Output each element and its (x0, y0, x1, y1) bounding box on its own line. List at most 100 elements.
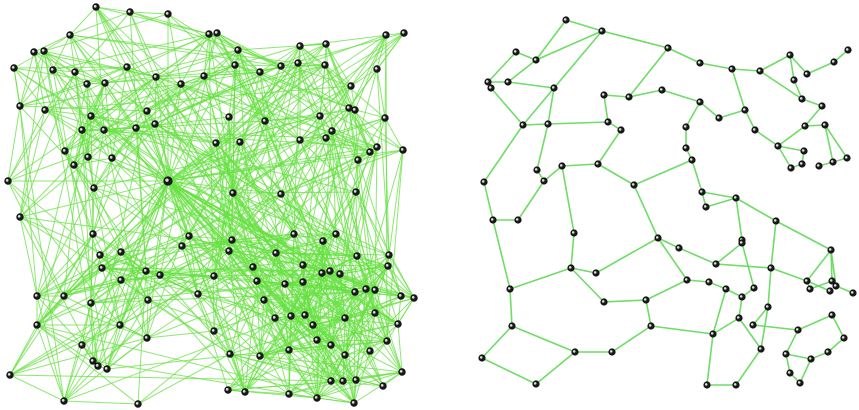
dense-edge (95, 6, 128, 68)
sparse-edge (561, 163, 599, 167)
dense-edge (135, 127, 234, 194)
dense-edge (104, 49, 239, 84)
dense-node (83, 80, 91, 88)
dense-edge (181, 245, 332, 382)
dense-edge (203, 75, 258, 282)
dense-edge (103, 129, 327, 139)
sparse-node (798, 160, 806, 168)
dense-edge (126, 66, 190, 237)
dense-node (41, 106, 49, 114)
dense-node (249, 263, 257, 271)
dense-node (178, 242, 186, 250)
sparse-node (732, 381, 740, 389)
sparse-node (750, 284, 758, 292)
dense-node (228, 236, 236, 244)
sparse-node (751, 126, 759, 134)
dense-node (234, 46, 242, 54)
dense-edge (43, 50, 106, 84)
dense-edge (63, 291, 356, 402)
dense-edge (99, 141, 241, 256)
sparse-node (683, 276, 691, 284)
dense-edge (297, 62, 326, 66)
sparse-edge (483, 124, 524, 183)
sparse-edge (789, 54, 808, 75)
dense-edge (280, 149, 404, 195)
dense-edge-layer (7, 6, 415, 405)
sparse-node (600, 298, 608, 306)
dense-node (354, 156, 362, 164)
dense-edge (167, 146, 378, 182)
sparse-node (824, 348, 832, 356)
dense-node (101, 79, 109, 87)
dense-edge (388, 254, 402, 297)
dense-edge (213, 330, 261, 357)
dense-node (49, 66, 57, 74)
dense-node (319, 237, 327, 245)
dense-node (381, 114, 389, 122)
dense-edge (167, 180, 390, 256)
dense-edge (93, 139, 301, 189)
dense-edge (355, 371, 403, 381)
dense-node (16, 102, 24, 110)
sparse-node (786, 369, 794, 377)
dense-edge (227, 344, 332, 391)
sparse-node (696, 59, 704, 67)
dense-node (89, 357, 97, 365)
dense-edge (288, 354, 346, 395)
dense-edge (290, 315, 384, 387)
dense-node (123, 63, 131, 71)
dense-edge (259, 355, 332, 382)
dense-edge (293, 137, 327, 235)
dense-edge (154, 71, 261, 125)
dense-edge (126, 66, 327, 139)
sparse-node (544, 120, 552, 128)
dense-edge (344, 312, 376, 319)
dense-edge (36, 324, 83, 346)
dense-edge (213, 266, 254, 277)
dense-edge (288, 314, 306, 351)
dense-edge (280, 193, 295, 235)
dense-edge (167, 139, 301, 182)
dense-node (70, 161, 78, 169)
sparse-edge (738, 317, 762, 350)
dense-edge (259, 317, 346, 357)
dense-node (100, 126, 108, 134)
dense-edge (256, 280, 402, 297)
sparse-edge (509, 288, 513, 327)
dense-node (309, 321, 317, 329)
dense-edge (120, 270, 147, 281)
dense-node (4, 177, 12, 185)
dense-edge (7, 109, 46, 182)
sparse-edge (770, 267, 808, 282)
dense-edge (374, 289, 402, 297)
dense-edge (316, 339, 332, 382)
dense-edge (43, 34, 71, 52)
sparse-edge (535, 351, 576, 385)
dense-edge (119, 275, 215, 326)
sparse-edge (657, 237, 688, 281)
dense-edge (146, 83, 182, 112)
dense-edge (36, 193, 282, 297)
sparse-node (698, 188, 706, 196)
dense-edge (36, 233, 94, 297)
dense-node (87, 112, 95, 120)
dense-edge (350, 85, 356, 111)
dense-node (225, 113, 233, 121)
dense-node (271, 314, 279, 322)
sparse-edge (487, 51, 517, 83)
sparse-edge (735, 197, 743, 241)
dense-edge (284, 283, 292, 317)
dense-edge (44, 109, 105, 131)
dense-edge (87, 156, 169, 182)
dense-node (30, 48, 38, 56)
dense-edge (43, 13, 169, 52)
sparse-edge (490, 87, 524, 126)
sparse-edge (806, 249, 832, 282)
dense-edge (297, 43, 327, 64)
dense-edge (95, 6, 210, 35)
dense-edge (146, 110, 169, 182)
dense-edge (90, 240, 324, 304)
dense-edge (353, 379, 357, 404)
dense-node (301, 311, 309, 319)
dense-edge (36, 62, 299, 326)
